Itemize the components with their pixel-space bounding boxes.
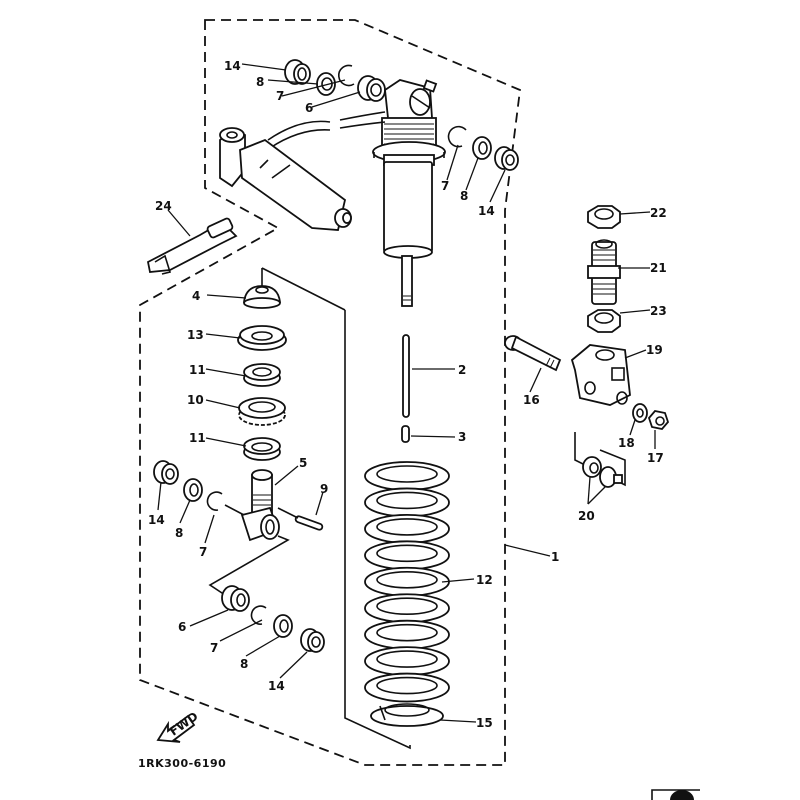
callout-17: 17: [647, 451, 664, 465]
part-pin-3: [401, 425, 410, 443]
part-spring-guide-11-bottom: [243, 437, 281, 461]
collar-guide: [574, 432, 626, 487]
part-bushing-14-left: [153, 460, 179, 485]
callout-11: 11: [189, 431, 206, 445]
pin-9-guide: [277, 507, 299, 519]
part-nut-22: [587, 205, 621, 229]
part-damper-body: [372, 79, 446, 307]
part-bearing-8-top: [316, 72, 336, 96]
part-spring-12: [364, 461, 450, 703]
callout-7: 7: [210, 641, 218, 655]
part-code: 1RK300-6190: [138, 757, 226, 770]
callout-11: 11: [189, 363, 206, 377]
spring-coil-inner: [376, 544, 438, 563]
spring-coil-inner: [376, 597, 438, 616]
callout-14: 14: [224, 59, 241, 73]
part-hose-outer: [269, 121, 386, 149]
part-bushing-14-top: [284, 59, 311, 85]
part-pin-9: [294, 515, 324, 531]
corner-logo-fragment: [651, 789, 700, 800]
callout-15: 15: [476, 716, 493, 730]
part-hose: [267, 111, 386, 141]
part-washer-18: [632, 403, 648, 423]
callout-5: 5: [299, 456, 307, 470]
part-bushing-6-bottom: [221, 585, 250, 612]
callout-22: 22: [650, 206, 667, 220]
callouts: 14 8 7 6 7 8 14 24 22 21 23 19 16 18 17 …: [148, 59, 667, 730]
callout-14: 14: [478, 204, 495, 218]
fwd-label: FWD: [167, 709, 201, 738]
spring-group-outline-top: [261, 267, 346, 311]
part-clevis-19: [570, 344, 631, 406]
callout-8: 8: [256, 75, 264, 89]
callout-19: 19: [646, 343, 663, 357]
joint-guide-upper: [224, 504, 245, 516]
callout-23: 23: [650, 304, 667, 318]
spring-coil-inner: [376, 518, 438, 536]
part-band-24: [146, 217, 238, 275]
part-collars-20: [582, 456, 623, 488]
callout-8: 8: [460, 189, 468, 203]
callout-1: 1: [551, 550, 559, 564]
callout-6: 6: [305, 101, 313, 115]
callout-6: 6: [178, 620, 186, 634]
spring-coil-inner: [376, 623, 438, 642]
part-circlip-7-left: [206, 491, 223, 511]
part-nut-23: [587, 309, 621, 333]
part-bearing-8-bottom: [273, 614, 293, 638]
leader-lines: [157, 63, 656, 723]
callout-18: 18: [618, 436, 635, 450]
spring-group-outline: [344, 310, 411, 750]
part-bearing-8-right: [472, 136, 492, 160]
callout-21: 21: [650, 261, 667, 275]
callout-16: 16: [523, 393, 540, 407]
callout-24: 24: [155, 199, 172, 213]
callout-14: 14: [148, 513, 165, 527]
callout-8: 8: [175, 526, 183, 540]
part-adjuster-21: [587, 239, 621, 305]
callout-10: 10: [187, 393, 204, 407]
callout-13: 13: [187, 328, 204, 342]
spring-coil-inner: [376, 570, 438, 589]
callout-7: 7: [276, 89, 284, 103]
part-bushing-14-bottom: [300, 628, 325, 653]
fwd-arrow-icon: FWD: [156, 709, 201, 743]
part-lower-joint-5: [240, 469, 280, 542]
callout-8: 8: [240, 657, 248, 671]
spring-coil-inner: [376, 676, 438, 695]
assembly-boundary: [139, 19, 521, 766]
part-circlip-7-top: [338, 64, 355, 87]
callout-4: 4: [192, 289, 200, 303]
part-rod-2: [402, 334, 410, 418]
spring-coil-inner: [376, 491, 438, 510]
callout-7: 7: [199, 545, 207, 559]
part-bump-stopper-4: [242, 285, 282, 309]
part-adjusting-nut-10: [238, 397, 286, 426]
part-reservoir: [219, 127, 352, 231]
part-bushing-14-right: [494, 146, 519, 171]
part-bolt-16: [504, 335, 562, 372]
callout-20: 20: [578, 509, 595, 523]
callout-14: 14: [268, 679, 285, 693]
part-spring-seat-13: [237, 325, 287, 351]
part-circlip-7-right: [447, 125, 467, 148]
callout-2: 2: [458, 363, 466, 377]
spring-coil-inner: [376, 465, 438, 483]
corner-logo-shape: [670, 790, 694, 800]
joint-guide-lower: [208, 535, 290, 596]
part-nut-17: [647, 410, 670, 430]
part-circlip-7-bottom: [250, 605, 267, 625]
callout-12: 12: [476, 573, 493, 587]
part-spring-seat-15: [370, 703, 444, 727]
part-spring-guide-11-top: [243, 363, 281, 387]
callout-7: 7: [441, 179, 449, 193]
part-bushing-6-top: [357, 75, 386, 102]
spring-coil-inner: [376, 650, 438, 668]
callout-3: 3: [458, 430, 466, 444]
part-bearing-8-left: [183, 478, 203, 502]
callout-9: 9: [320, 482, 328, 496]
